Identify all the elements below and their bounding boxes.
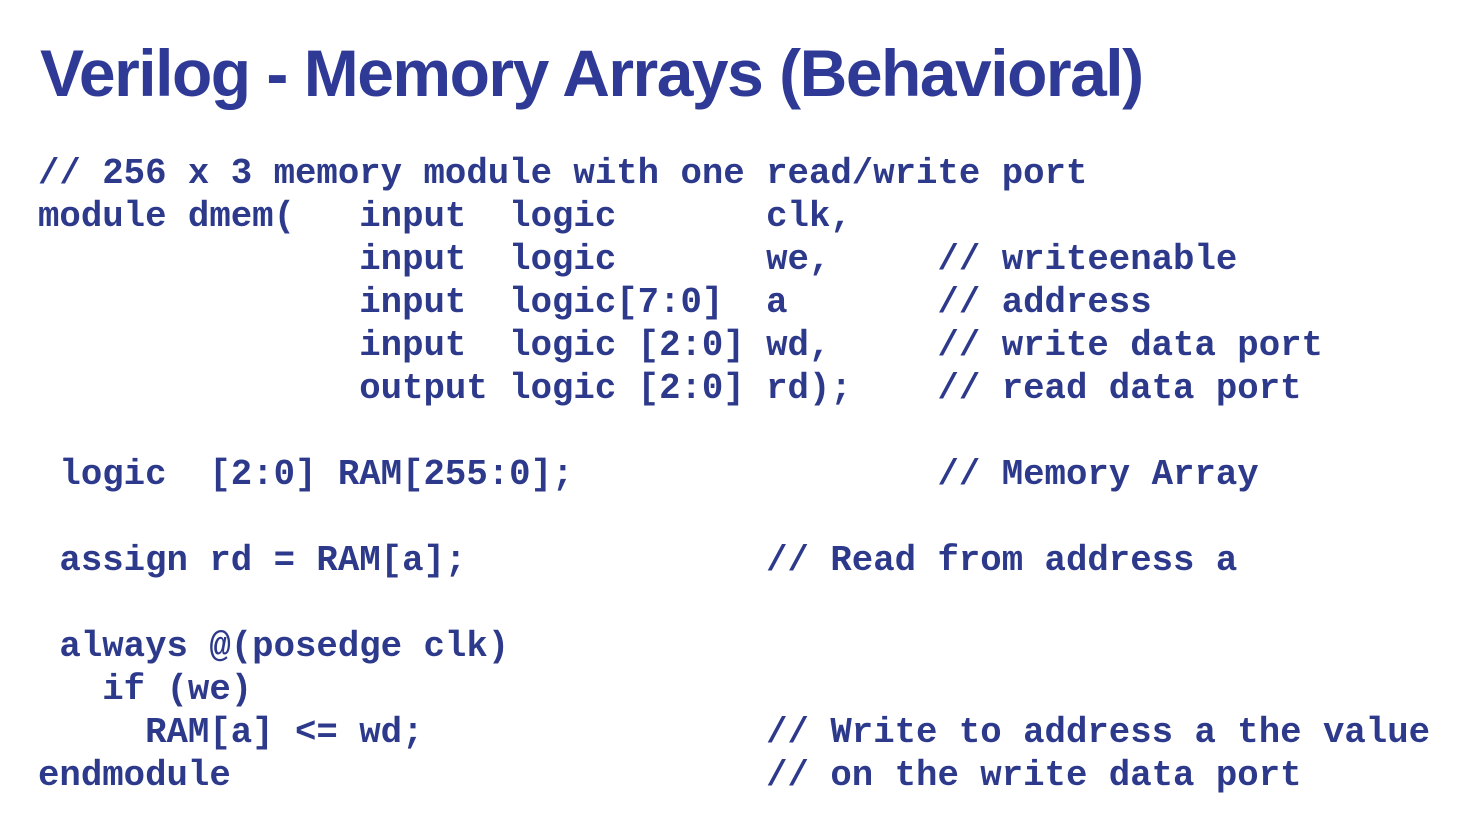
code-line-module-decl: module dmem( input logic clk, [38, 196, 852, 237]
code-line-ram-decl: logic [2:0] RAM[255:0]; // Memory Array [38, 454, 1259, 495]
code-line-blank [38, 582, 1430, 625]
code-block: // 256 x 3 memory module with one read/w… [38, 152, 1430, 797]
code-line-blank [38, 496, 1430, 539]
code-line-comment-header: // 256 x 3 memory module with one read/w… [38, 153, 1088, 194]
code-line-always-block: always @(posedge clk) [38, 626, 510, 667]
code-line-blank [38, 410, 1430, 453]
page-title: Verilog - Memory Arrays (Behavioral) [40, 36, 1144, 110]
code-line-if-we: if (we) [38, 669, 253, 710]
code-line-assign-rd: assign rd = RAM[a]; // Read from address… [38, 540, 1238, 581]
code-line-endmodule: endmodule // on the write data port [38, 755, 1302, 796]
code-line-port-rd: output logic [2:0] rd); // read data por… [38, 368, 1302, 409]
code-line-port-we: input logic we, // writeenable [38, 239, 1238, 280]
code-line-port-a: input logic[7:0] a // address [38, 282, 1152, 323]
code-line-port-wd: input logic [2:0] wd, // write data port [38, 325, 1323, 366]
code-line-ram-write: RAM[a] <= wd; // Write to address a the … [38, 712, 1431, 753]
